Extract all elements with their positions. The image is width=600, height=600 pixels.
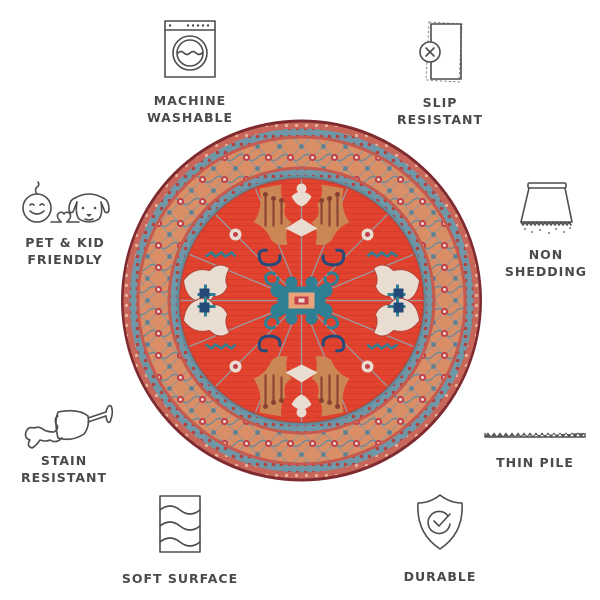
feature-label: STAIN RESISTANT [20, 453, 108, 485]
feature-soft-surface: SOFT SURFACE [110, 494, 250, 587]
feature-label: SOFT SURFACE [121, 571, 239, 586]
feature-label: THIN PILE [496, 455, 574, 470]
feature-label: SLIP RESISTANT [396, 95, 484, 127]
washing-machine-icon [164, 20, 216, 78]
slip-resistant-icon [419, 21, 463, 83]
kid-and-dog-icon [22, 181, 110, 223]
spilled-wine-glass-icon [24, 404, 114, 449]
round-rug-image [121, 119, 482, 482]
shield-check-icon [417, 494, 463, 550]
feature-machine-washable: MACHINE WASHABLE [135, 18, 245, 126]
thin-pile-icon [484, 432, 586, 438]
feature-stain-resistant: STAIN RESISTANT [4, 400, 124, 486]
feature-pet-kid-friendly: PET & KID FRIENDLY [10, 178, 120, 268]
non-shedding-rug-icon [520, 182, 573, 234]
feature-label: DURABLE [403, 569, 477, 584]
soft-waves-icon [159, 495, 201, 553]
rug-pattern [121, 119, 482, 482]
feature-thin-pile: THIN PILE [480, 430, 590, 471]
feature-label: NON SHEDDING [504, 247, 588, 279]
feature-label: PET & KID FRIENDLY [25, 235, 105, 267]
feature-slip-resistant: SLIP RESISTANT [385, 18, 495, 128]
feature-durable: DURABLE [385, 492, 495, 585]
feature-label: MACHINE WASHABLE [146, 93, 234, 125]
feature-non-shedding: NON SHEDDING [496, 180, 596, 280]
